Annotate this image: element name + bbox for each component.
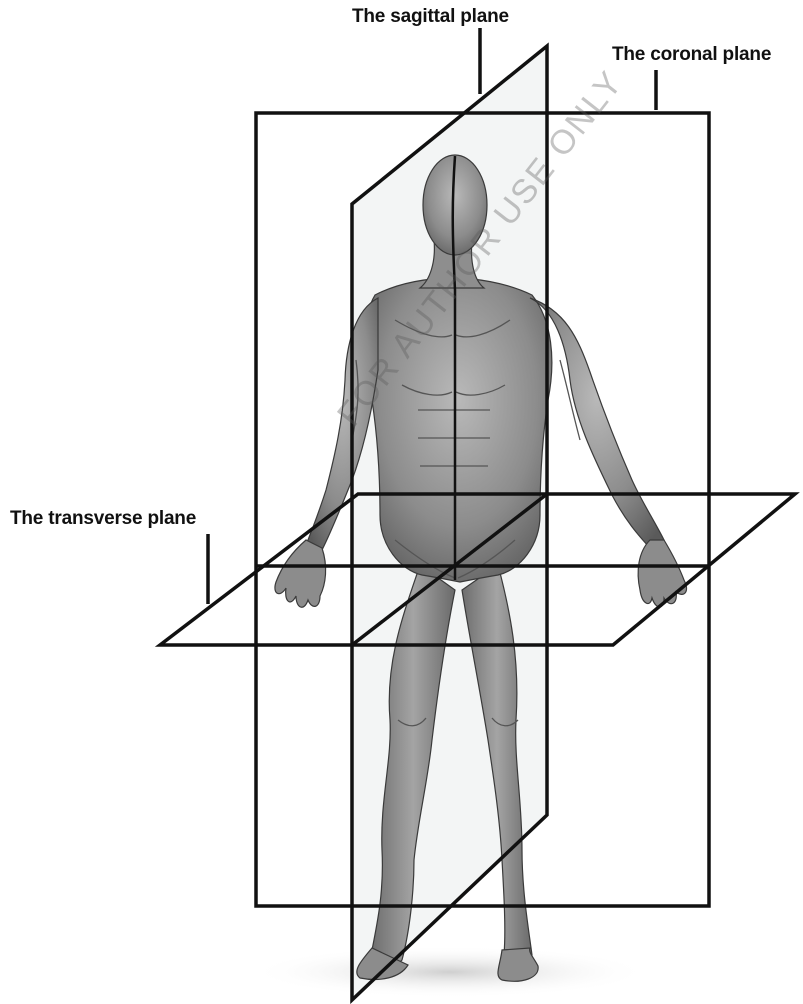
torso [364, 277, 553, 583]
left-arm [305, 297, 379, 551]
sagittal-plane [350, 42, 549, 1004]
coronal-plane-label: The coronal plane [612, 44, 772, 65]
muscle-lines [351, 319, 581, 727]
right-hand [637, 539, 688, 608]
human-figure [274, 154, 688, 982]
body-midline [451, 155, 457, 580]
sagittal-transverse-intersection [350, 492, 549, 647]
floor-shadow [250, 946, 650, 998]
head [422, 154, 488, 256]
right-foot [497, 947, 539, 982]
transverse-plane [154, 492, 800, 647]
coronal-plane [254, 111, 711, 908]
plane-lines [154, 28, 800, 1004]
neck [418, 239, 486, 289]
left-hand [274, 539, 327, 608]
transverse-plane-label: The transverse plane [10, 508, 197, 529]
left-foot [356, 947, 409, 981]
right-arm [529, 297, 665, 549]
sagittal-plane-label: The sagittal plane [352, 6, 509, 27]
